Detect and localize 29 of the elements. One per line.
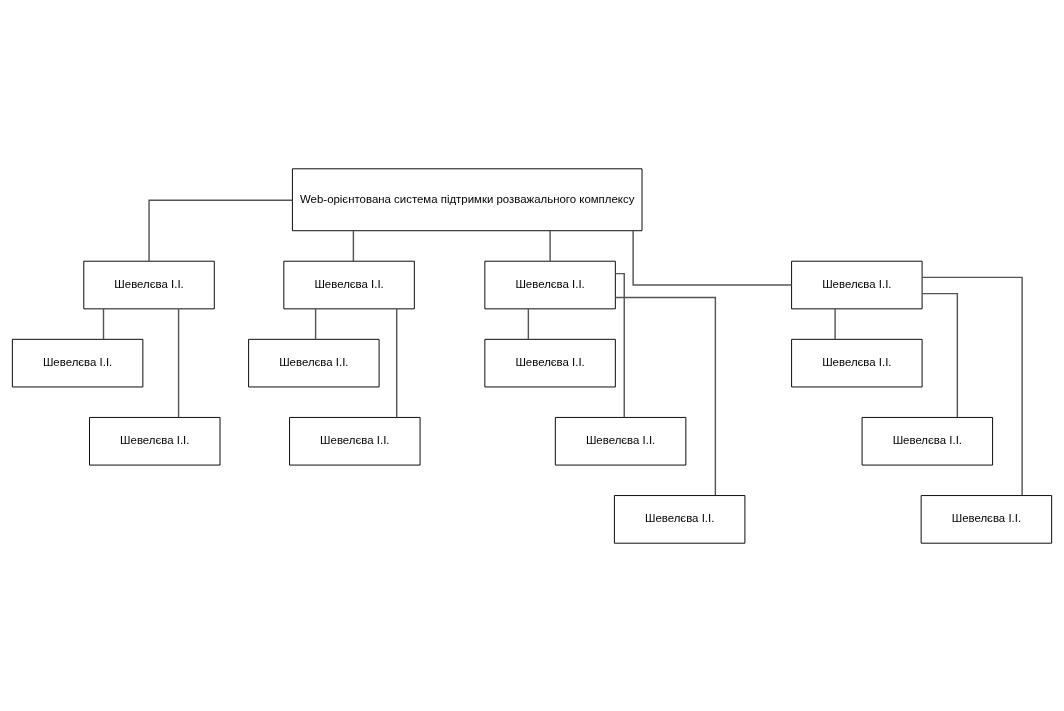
connector <box>177 307 180 418</box>
connector <box>834 307 836 340</box>
connector <box>314 307 317 340</box>
connector <box>549 229 551 262</box>
connector <box>921 292 959 418</box>
connector <box>148 199 294 262</box>
node-box: Шевелєва І.І. <box>613 494 746 544</box>
node-box: Шевелєва І.І. <box>83 260 215 309</box>
node-box: Шевелєва І.І. <box>861 416 994 466</box>
node-box: Шевелєва І.І. <box>920 494 1053 544</box>
connector <box>614 272 625 418</box>
node-box: Шевелєва І.І. <box>484 338 616 387</box>
node-box: Шевелєва І.І. <box>89 416 221 466</box>
node-box: Шевелєва І.І. <box>11 338 144 387</box>
connector <box>632 229 793 286</box>
node-box: Шевелєва І.І. <box>554 416 687 466</box>
node-box: Шевелєва І.І. <box>289 416 421 466</box>
node-box: Шевелєва І.І. <box>791 260 923 309</box>
node-box: Web-орієнтована система підтримки розважального комплексу <box>291 167 643 231</box>
connector <box>614 296 717 496</box>
node-box: Шевелєва І.І. <box>484 260 616 309</box>
connector <box>527 307 530 340</box>
node-box: Шевелєва І.І. <box>283 260 415 309</box>
connector <box>102 307 105 340</box>
connector <box>396 307 398 418</box>
node-box: Шевелєва І.І. <box>791 338 923 387</box>
node-box: Шевелєва І.І. <box>248 338 380 387</box>
connector <box>352 229 355 262</box>
connector <box>921 276 1023 496</box>
